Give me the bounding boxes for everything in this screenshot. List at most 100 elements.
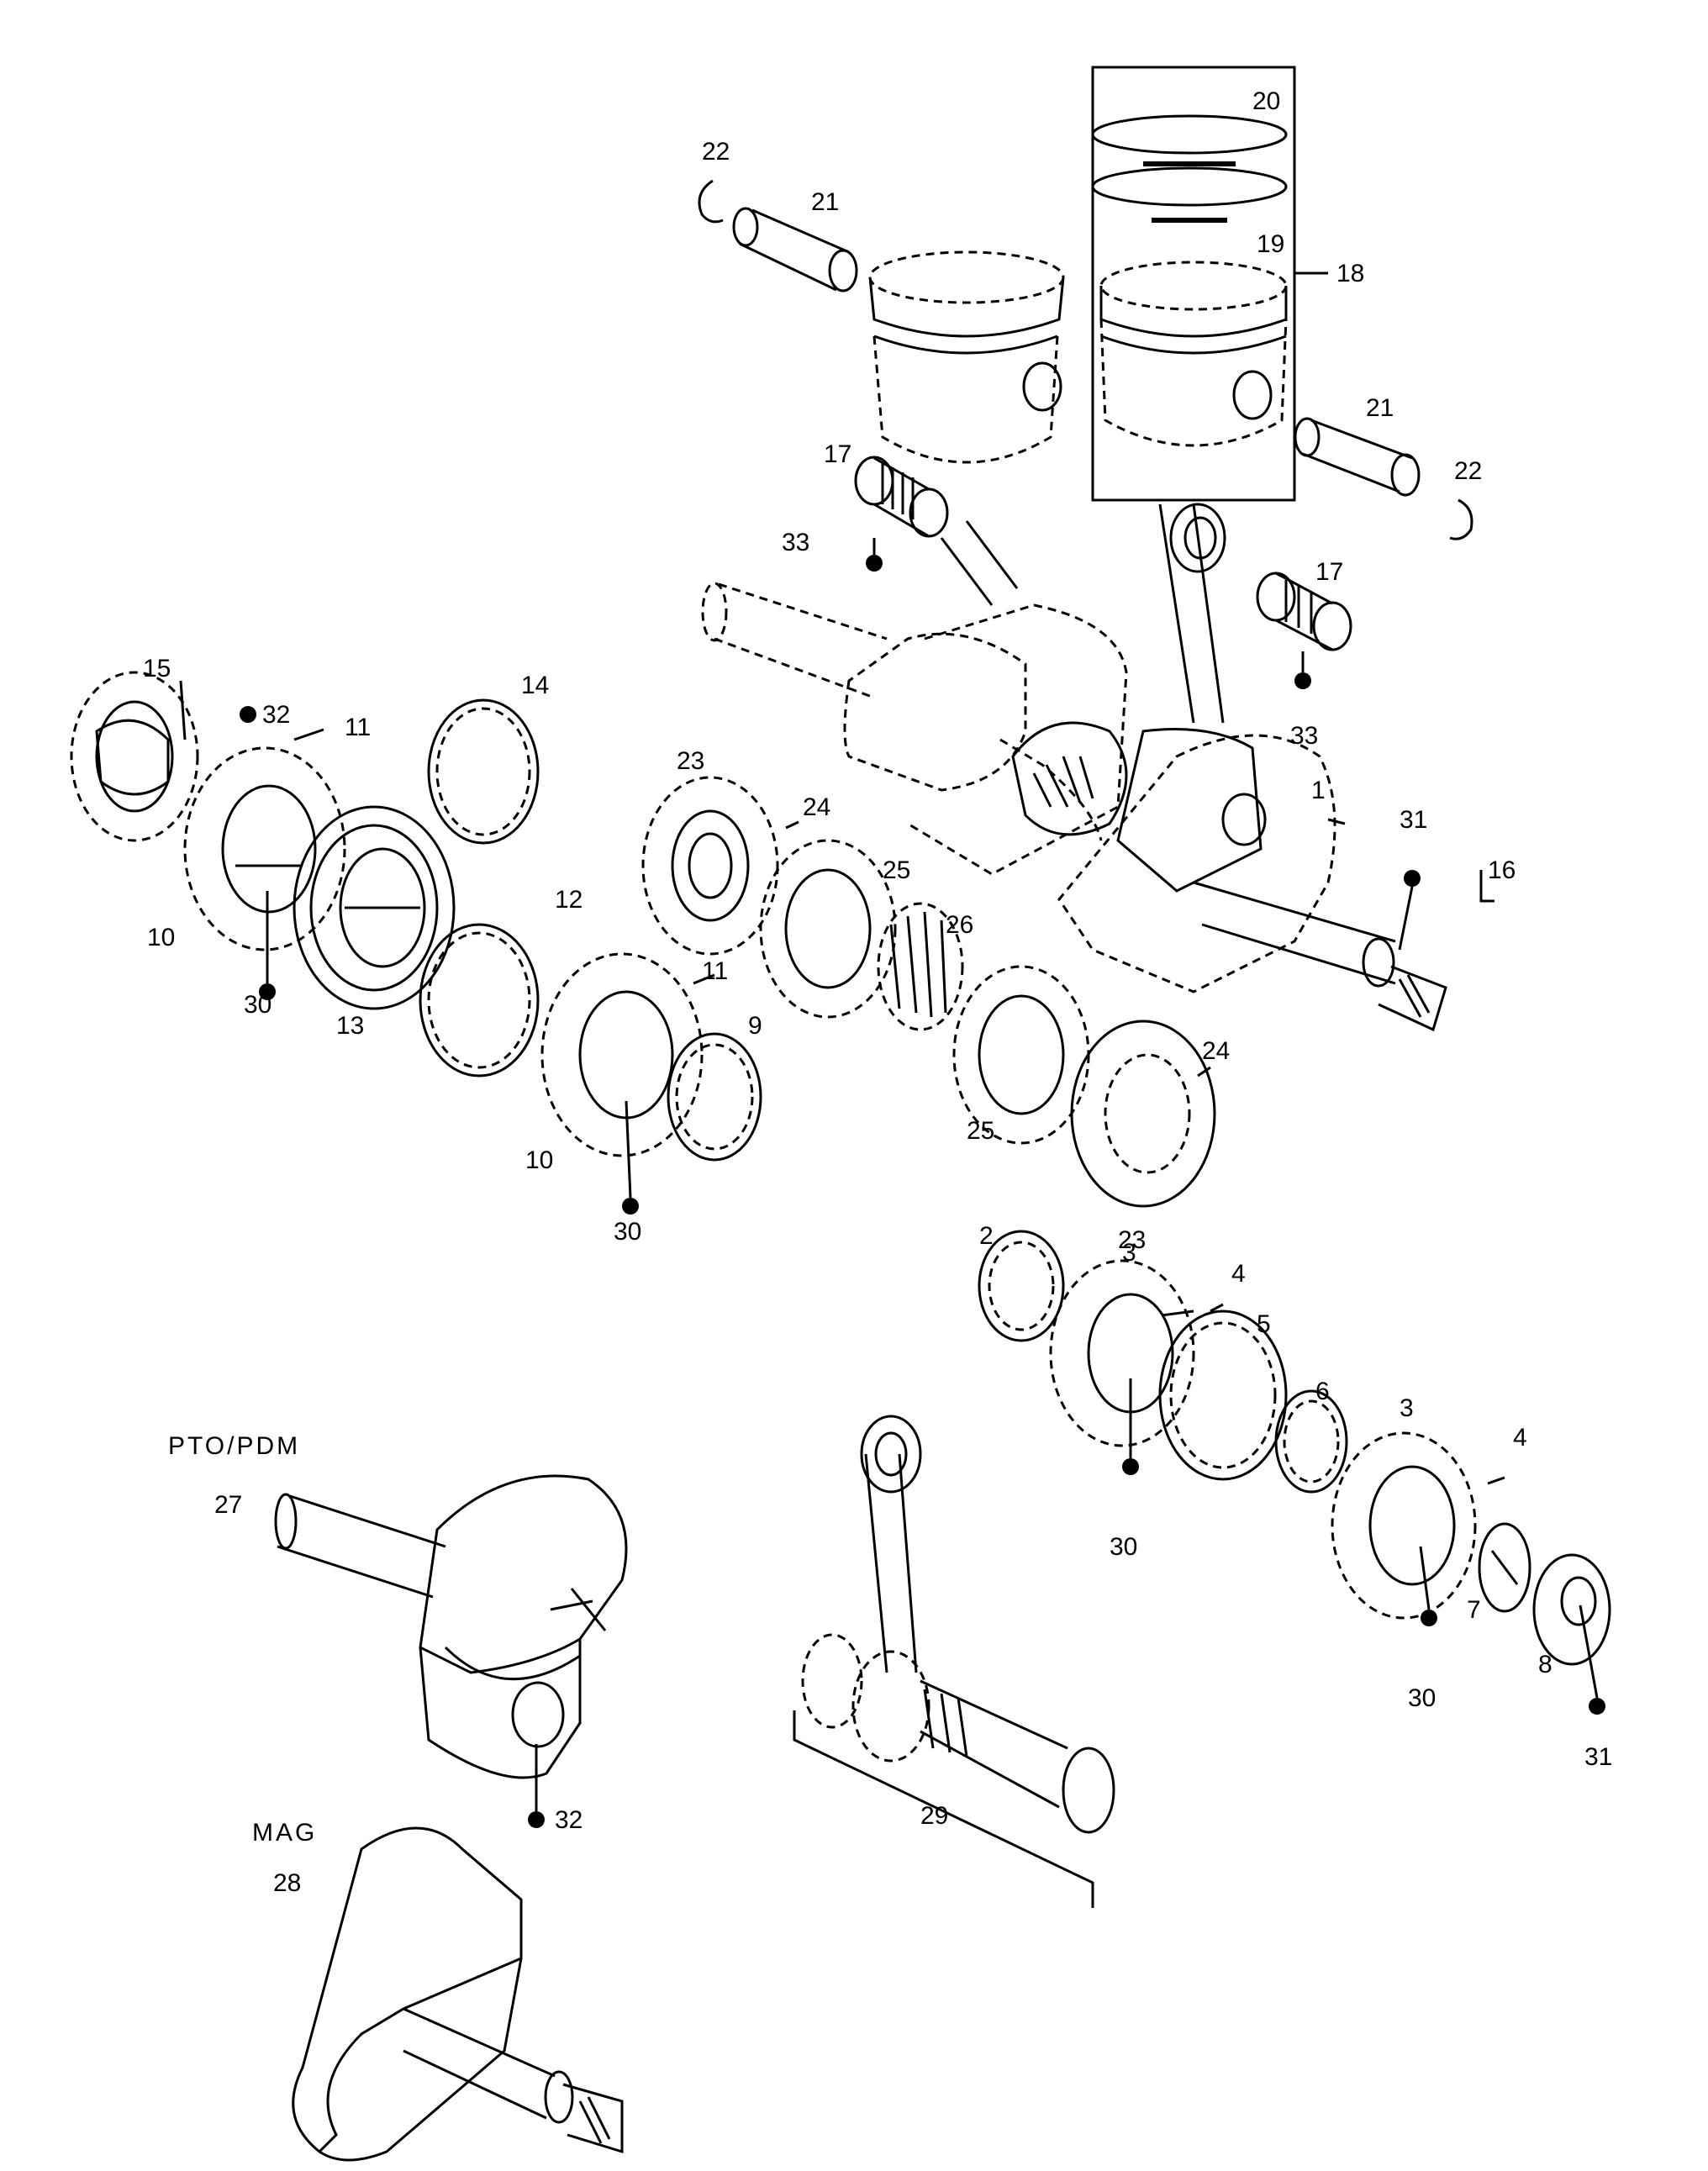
- label-2: 2: [979, 1222, 994, 1250]
- label-21-right: 21: [1366, 394, 1394, 422]
- piston-19: [1099, 261, 1288, 447]
- piston-ring-20: [1091, 114, 1288, 223]
- ring-5: [1158, 1309, 1288, 1481]
- label-20: 20: [1252, 87, 1280, 115]
- crank-half-28: [292, 1826, 624, 2162]
- ring-9: [667, 1032, 762, 1162]
- label-22-right: 22: [1454, 457, 1482, 485]
- label-8: 8: [1538, 1651, 1552, 1678]
- label-27: 27: [214, 1491, 242, 1519]
- label-29: 29: [920, 1802, 948, 1830]
- ball-31-top: [1404, 870, 1421, 887]
- label-1: 1: [1311, 777, 1326, 804]
- crankshaft-assembly-1: [701, 503, 1447, 1032]
- label-26: 26: [946, 911, 973, 939]
- bearing-3-bottom: [1331, 1431, 1477, 1620]
- connecting-rod-kit-29: [793, 1415, 1115, 1908]
- ball-31-bottom: [1589, 1698, 1605, 1715]
- bearing-3-top: [1049, 1259, 1195, 1447]
- label-4-bottom: 4: [1513, 1424, 1527, 1452]
- label-33-right: 33: [1290, 722, 1318, 750]
- crank-half-27: [274, 1474, 628, 1779]
- label-10-top: 10: [147, 924, 175, 951]
- label-19: 19: [1257, 230, 1284, 258]
- label-21-left: 21: [811, 188, 839, 216]
- label-30-top-left: 30: [244, 991, 271, 1019]
- label-17-left: 17: [824, 440, 851, 468]
- heading-pto: PTO/PDM: [168, 1432, 300, 1460]
- pin-11-top: [293, 728, 324, 741]
- label-30-mid-right: 30: [1110, 1533, 1137, 1561]
- bearing-ball-33-right: [1294, 672, 1311, 689]
- label-17-right: 17: [1315, 558, 1343, 586]
- label-16: 16: [1488, 856, 1516, 884]
- label-18: 18: [1336, 260, 1364, 287]
- label-3-top: 3: [1122, 1239, 1136, 1267]
- label-5: 5: [1257, 1310, 1271, 1338]
- bearing-10-top: [183, 746, 346, 951]
- needle-bearing-17-right: [1256, 572, 1352, 651]
- label-10-bottom: 10: [525, 1146, 553, 1174]
- pin-4-top: [1210, 1303, 1224, 1313]
- label-30-bottom-left: 30: [614, 1218, 641, 1246]
- label-25-bottom: 25: [967, 1117, 994, 1145]
- label-30-bottom-right: 30: [1408, 1684, 1436, 1712]
- label-12: 12: [555, 886, 583, 914]
- ring-14: [427, 698, 540, 845]
- label-7: 7: [1467, 1596, 1481, 1624]
- bearing-ball-33-left: [866, 555, 883, 572]
- label-23-bottom: 23: [1118, 1226, 1146, 1254]
- bearing-26: [877, 902, 964, 1031]
- label-13: 13: [336, 1012, 364, 1040]
- pin-24-top: [785, 820, 799, 830]
- label-15: 15: [143, 655, 171, 682]
- ring-6: [1274, 1389, 1348, 1494]
- label-11-bottom: 11: [702, 957, 728, 985]
- label-11-top: 11: [345, 714, 371, 741]
- callout-labels: 1 2 3 3 4 4 5 6 7 8 9 10 10 11 11 12 13 …: [143, 87, 1612, 1897]
- label-24-top: 24: [803, 793, 830, 821]
- piston-pin-21-right: [1294, 417, 1421, 497]
- seal-15: [70, 671, 199, 842]
- ball-30-mid-right: [1122, 1458, 1139, 1475]
- label-28: 28: [273, 1869, 301, 1897]
- circlip-22-left: [698, 179, 724, 224]
- piston-left: [868, 250, 1065, 464]
- pin-24-bottom: [1197, 1066, 1211, 1078]
- bearing-23-bottom: [1070, 1020, 1216, 1208]
- label-6: 6: [1315, 1378, 1330, 1405]
- label-9: 9: [748, 1012, 762, 1040]
- label-31-bottom: 31: [1584, 1743, 1612, 1771]
- label-24-bottom: 24: [1202, 1037, 1230, 1065]
- label-23-top: 23: [677, 747, 704, 775]
- ball-30-top-left: [259, 983, 276, 1000]
- label-31-top: 31: [1400, 806, 1427, 834]
- piston-kit-box: [1091, 66, 1328, 502]
- label-22-left: 22: [702, 138, 730, 166]
- piston-pin-21-left: [732, 207, 858, 292]
- bearing-23-top: [641, 776, 779, 956]
- label-33-left: 33: [782, 529, 809, 556]
- label-4-top: 4: [1231, 1260, 1246, 1288]
- heading-mag: MAG: [252, 1819, 317, 1847]
- label-32-bottom: 32: [555, 1806, 583, 1834]
- bearing-10-bottom: [540, 952, 704, 1157]
- ball-30-bottom-left: [622, 1198, 639, 1215]
- ball-32-bottom: [528, 1811, 545, 1828]
- bearing-13: [293, 805, 456, 1010]
- pin-11-bottom: [693, 973, 715, 985]
- label-14: 14: [521, 672, 549, 699]
- key-16: [1479, 870, 1494, 903]
- gear-8: [1532, 1553, 1611, 1666]
- label-32-top: 32: [262, 701, 290, 729]
- gear-25-top: [759, 839, 897, 1019]
- label-3-bottom: 3: [1400, 1394, 1414, 1422]
- pin-4-bottom: [1487, 1476, 1505, 1485]
- label-25-top: 25: [883, 856, 910, 884]
- ball-32-top: [240, 706, 256, 723]
- ball-30-bottom-right: [1421, 1610, 1437, 1626]
- ring-12: [419, 923, 540, 1078]
- circlip-22-right: [1449, 498, 1473, 540]
- needle-bearing-17-left: [854, 456, 949, 538]
